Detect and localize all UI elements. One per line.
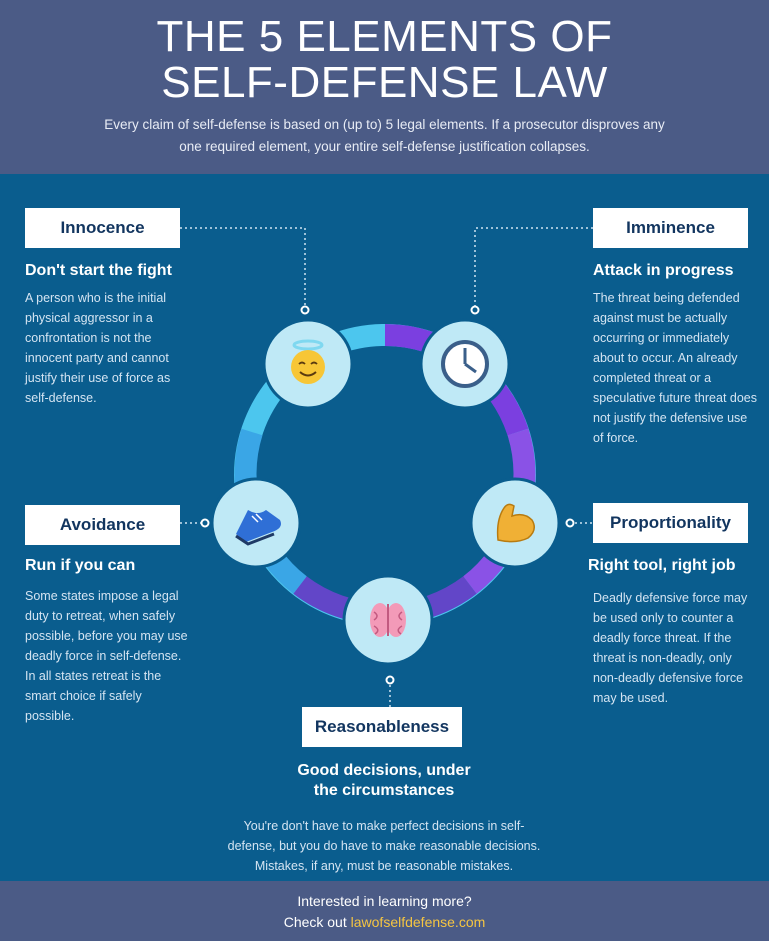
brain-icon <box>370 603 406 637</box>
reasonableness-heading-line-2: the circumstances <box>313 782 455 799</box>
connector-dot-imminence <box>470 305 480 315</box>
avoidance-body: Some states impose a legal duty to retre… <box>25 589 188 723</box>
avoidance-heading: Run if you can <box>25 557 136 574</box>
imminence-body: The threat being defended against must b… <box>593 291 757 445</box>
reasonableness-heading-line-1: Good decisions, under <box>297 762 471 779</box>
running-shoe-icon <box>235 510 281 546</box>
footer-banner: Interested in learning more? Check out l… <box>0 881 769 941</box>
connector-dot-reasonableness <box>385 675 395 685</box>
reasonableness-body-line-2: defense, but you do have to make reasona… <box>227 839 541 853</box>
footer-line-1: Interested in learning more? <box>297 893 472 909</box>
reasonableness-body-line-3: Mistakes, if any, must be reasonable mis… <box>254 859 514 873</box>
connector-dot-innocence <box>300 305 310 315</box>
innocence-label-box: Innocence <box>25 208 180 248</box>
reasonableness-body-line-1: You're don't have to make perfect decisi… <box>243 819 525 833</box>
innocence-heading: Don't start the fight <box>25 262 172 279</box>
footer-link[interactable]: lawofselfdefense.com <box>350 914 486 930</box>
avoidance-label-box: Avoidance <box>25 505 180 545</box>
innocence-body: A person who is the initial physical agg… <box>25 291 171 405</box>
subtitle: Every claim of self-defense is based on … <box>104 117 665 154</box>
clock-icon <box>441 340 489 388</box>
header-banner: THE 5 ELEMENTS OF SELF-DEFENSE LAW Every… <box>0 0 769 174</box>
reasonableness-label-box: Reasonableness <box>302 707 462 747</box>
proportionality-heading: Right tool, right job <box>588 557 736 574</box>
footer-line-2: Check out lawofselfdefense.com <box>0 914 769 930</box>
connector-imminence <box>474 227 593 308</box>
footer-prefix: Check out <box>283 914 351 930</box>
title-line-1: THE 5 ELEMENTS OF <box>156 12 613 61</box>
imminence-heading: Attack in progress <box>593 262 734 279</box>
proportionality-body: Deadly defensive force may be used only … <box>593 591 748 705</box>
proportionality-label-box: Proportionality <box>593 503 748 543</box>
connector-innocence <box>180 227 306 308</box>
imminence-label-box: Imminence <box>593 208 748 248</box>
flexed-bicep-icon <box>496 503 535 543</box>
connector-dot-avoidance <box>200 518 210 528</box>
connector-dot-proportionality <box>565 518 575 528</box>
title-line-2: SELF-DEFENSE LAW <box>161 58 608 107</box>
angel-face-icon <box>291 339 325 384</box>
